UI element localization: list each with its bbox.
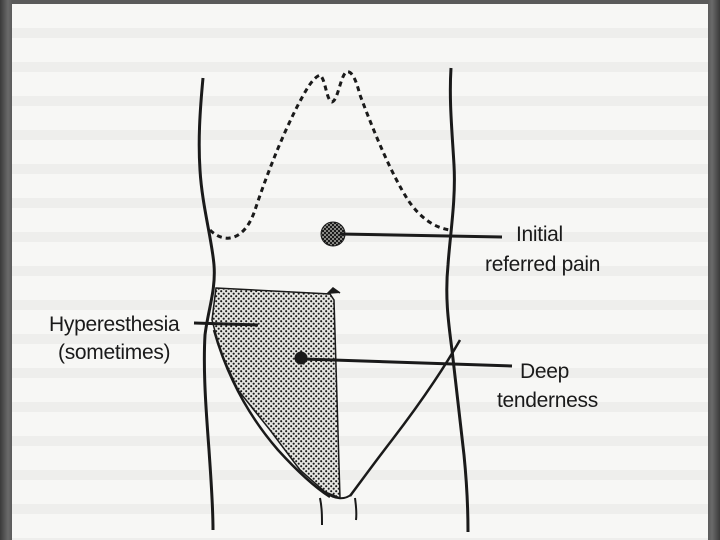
label-hyperesthesia: Hyperesthesia <box>49 313 180 336</box>
label-referred-pain: referred pain <box>485 253 600 276</box>
body-outline-right <box>445 67 470 533</box>
label-initial: Initial <box>516 223 563 246</box>
label-tenderness: tenderness <box>497 389 598 412</box>
region-notch <box>326 287 341 295</box>
hyperesthesia-region <box>211 287 341 500</box>
costal-margin-dashed <box>208 70 451 240</box>
deep-tenderness-point <box>294 351 308 365</box>
groin-left <box>319 497 323 526</box>
page-texture <box>12 4 708 540</box>
leader-initial-pain <box>339 232 503 239</box>
body-outline-left <box>197 77 216 531</box>
label-sometimes: (sometimes) <box>58 341 170 364</box>
pelvis-outline-right <box>348 339 462 497</box>
groin-right <box>354 497 358 521</box>
label-deep: Deep <box>520 360 569 383</box>
pelvis-outline-left <box>212 329 331 499</box>
leader-deep-tenderness <box>302 357 513 368</box>
scanned-page <box>12 4 708 540</box>
leader-hyperesthesia <box>193 321 259 327</box>
pubic-line <box>324 491 353 500</box>
